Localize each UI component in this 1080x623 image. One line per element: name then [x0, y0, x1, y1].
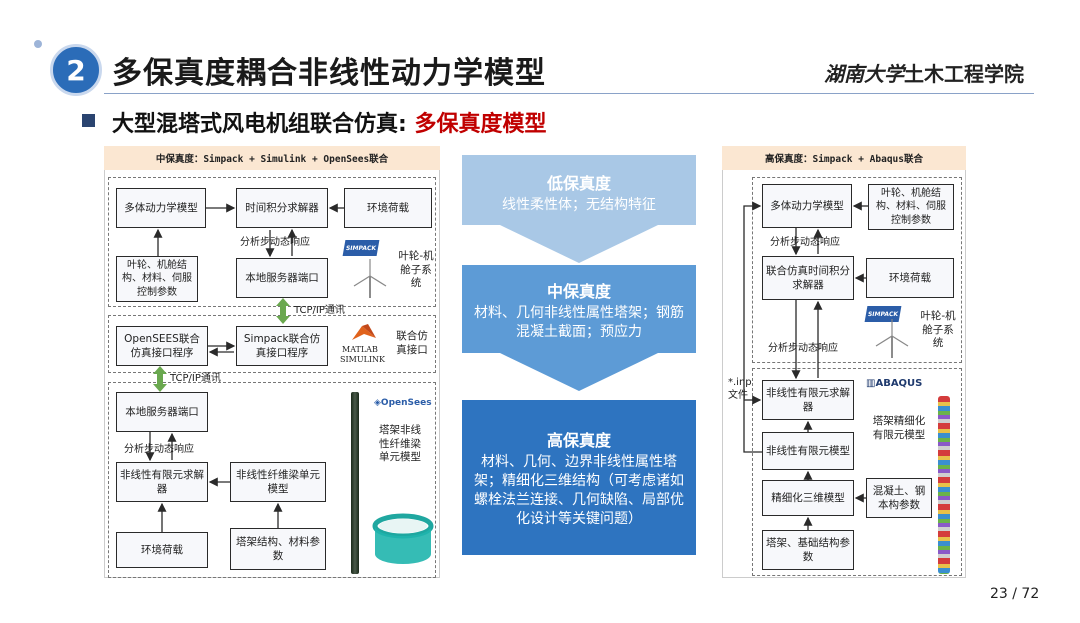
simulink-logo-text: SIMULINK	[340, 355, 386, 364]
opensees-logo: ◈OpenSees	[374, 398, 432, 408]
right-response-top-label: 分析步动态响应	[770, 237, 840, 248]
left-simpack-interface: Simpack联合仿真接口程序	[236, 326, 328, 366]
right-panel-band: 高保真度：Simpack + Abaqus联合	[722, 146, 966, 170]
right-inp-label: *.inp文件	[728, 377, 752, 401]
low-fidelity-desc: 线性柔性体；无结构特征	[502, 196, 656, 213]
right-fe-solver: 非线性有限元求解器	[762, 380, 854, 420]
low-fidelity-title: 低保真度	[546, 173, 611, 193]
high-fidelity-title: 高保真度	[546, 431, 611, 451]
abaqus-logo: ▥ABAQUS	[866, 378, 922, 389]
left-env-load-top: 环境荷载	[344, 188, 432, 228]
right-group-abaqus	[752, 368, 962, 576]
left-local-port-bottom: 本地服务器端口	[116, 392, 208, 432]
left-env-load-bottom: 环境荷载	[116, 532, 208, 568]
left-multibody-model: 多体动力学模型	[116, 188, 206, 228]
matlab-logo-icon	[352, 324, 376, 340]
right-rotor-nacelle-label: 叶轮-机舱子系统	[920, 310, 956, 350]
right-tower-refined: 塔架精细化有限元模型	[872, 414, 926, 441]
left-wind-turbine-icon	[353, 259, 387, 298]
refined-tower-image	[938, 396, 950, 574]
left-tower-beam-label: 塔架非线性纤维梁单元模型	[379, 424, 421, 464]
left-simpack-logo: SIMPACK	[342, 240, 380, 256]
institution-script: 湖南大学	[824, 62, 904, 86]
left-group-interface	[108, 315, 436, 373]
institution-text: 土木工程学院	[904, 62, 1024, 86]
left-response-bottom-label: 分析步动态响应	[124, 444, 194, 455]
left-tcp-label-1: TCP/IP通讯	[294, 305, 345, 316]
institution-logo: 湖南大学土木工程学院	[824, 58, 1024, 87]
left-params: 叶轮、机舱结构、材料、伺服控制参数	[116, 256, 198, 302]
medium-fidelity-title: 中保真度	[546, 282, 611, 302]
left-fe-solver: 非线性有限元求解器	[116, 462, 208, 502]
left-time-solver: 时间积分求解器	[236, 188, 328, 228]
right-refined-3d: 精细化三维模型	[762, 480, 854, 516]
left-group-opensees	[108, 382, 436, 578]
left-panel-band: 中保真度：Simpack + Simulink + OpenSees联合	[104, 146, 440, 170]
right-wind-turbine-icon	[875, 319, 909, 358]
right-tower-foundation: 塔架、基础结构参数	[762, 530, 854, 570]
right-cosim-solver: 联合仿真时间积分求解器	[762, 256, 854, 300]
section-number-badge: 2	[50, 44, 102, 96]
right-fe-model: 非线性有限元模型	[762, 432, 854, 470]
page-title: 多保真度耦合非线性动力学模型	[112, 56, 546, 91]
medium-fidelity-desc: 材料、几何非线性属性塔架；钢筋混凝土截面；预应力	[474, 305, 684, 340]
medium-fidelity-tier: 中保真度 材料、几何非线性属性塔架；钢筋混凝土截面；预应力	[462, 270, 696, 350]
right-env-load: 环境荷载	[866, 258, 954, 298]
left-cosim-interface-label: 联合仿真接口	[396, 330, 428, 356]
abaqus-logo-icon: ▥	[866, 378, 876, 389]
left-fiber-beam: 非线性纤维梁单元模型	[230, 462, 326, 502]
low-fidelity-tier: 低保真度 线性柔性体；无结构特征	[462, 162, 696, 222]
right-multibody-model: 多体动力学模型	[762, 184, 852, 228]
subtitle-highlight: 多保真度模型	[414, 112, 547, 137]
left-response-top-label: 分析步动态响应	[240, 237, 310, 248]
high-fidelity-desc: 材料、几何、边界非线性属性塔架；精细化三维结构（可考虑诸如螺栓法兰连接、几何缺陷…	[474, 454, 684, 527]
high-fidelity-tier: 高保真度 材料、几何、边界非线性属性塔架；精细化三维结构（可考虑诸如螺栓法兰连接…	[462, 404, 696, 552]
header-decoration-dot	[34, 40, 42, 48]
matlab-logo-text: MATLAB	[342, 345, 378, 354]
left-simpack-logo-text: SIMPACK	[345, 244, 377, 252]
abaqus-logo-text: ABAQUS	[875, 378, 923, 389]
left-tcp-label-2: TCP/IP通讯	[170, 373, 221, 384]
left-local-port-top: 本地服务器端口	[236, 258, 328, 298]
opensees-logo-icon: ◈	[374, 398, 381, 408]
left-opensees-interface: OpenSEES联合仿真接口程序	[116, 326, 208, 366]
left-rotor-nacelle-label: 叶轮-机舱子系统	[398, 250, 434, 290]
opensees-logo-text: OpenSees	[380, 398, 432, 408]
subtitle-prefix: 大型混塔式风电机组联合仿真:	[112, 112, 415, 137]
bullet-square-icon	[82, 114, 95, 127]
fidelity-arrows	[462, 155, 696, 555]
subtitle: 大型混塔式风电机组联合仿真: 多保真度模型	[112, 106, 546, 138]
right-params: 叶轮、机舱结构、材料、伺服控制参数	[868, 184, 954, 230]
left-tower-params: 塔架结构、材料参数	[230, 528, 326, 570]
right-concrete-steel: 混凝土、钢本构参数	[866, 478, 932, 518]
page-number: 23 / 72	[990, 586, 1040, 602]
section-number: 2	[66, 53, 86, 87]
right-response-bottom-label: 分析步动态响应	[768, 343, 838, 354]
header-divider	[104, 93, 1034, 94]
left-group-simpack	[108, 177, 436, 307]
tower-section-ring-image	[372, 513, 434, 564]
tower-beam-image	[351, 392, 359, 574]
